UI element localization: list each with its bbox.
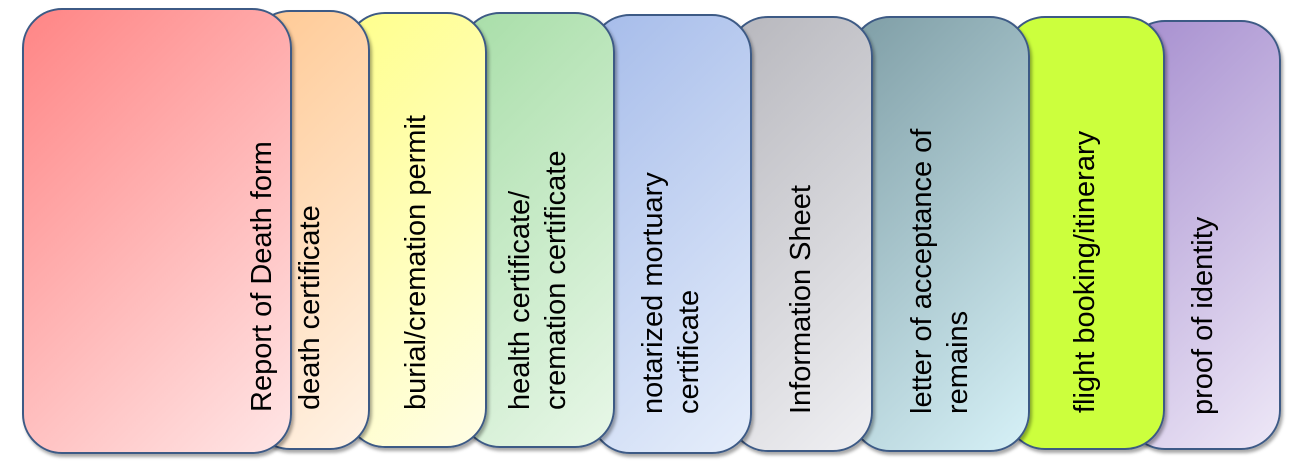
card-letter-of-acceptance: letter of acceptance of remains <box>850 16 1030 452</box>
card-label: death certificate <box>294 205 326 410</box>
card-label: proof of identity <box>1187 216 1219 415</box>
card-flight-booking: flight booking/itinerary <box>1005 16 1165 450</box>
card-label: letter of acceptance of remains <box>906 128 974 414</box>
card-label: health certificate/ cremation certificat… <box>503 150 572 411</box>
card-label: notarized mortuary certificate <box>637 172 705 414</box>
card-notarized-mortuary-certificate: notarized mortuary certificate <box>590 14 752 454</box>
card-label: Report of Death form <box>246 141 278 412</box>
card-label: flight booking/itinerary <box>1069 130 1101 413</box>
card-label: burial/cremation permit <box>400 115 432 410</box>
card-report-of-death-form: Report of Death form <box>22 8 292 454</box>
card-label: Information Sheet <box>784 185 817 414</box>
